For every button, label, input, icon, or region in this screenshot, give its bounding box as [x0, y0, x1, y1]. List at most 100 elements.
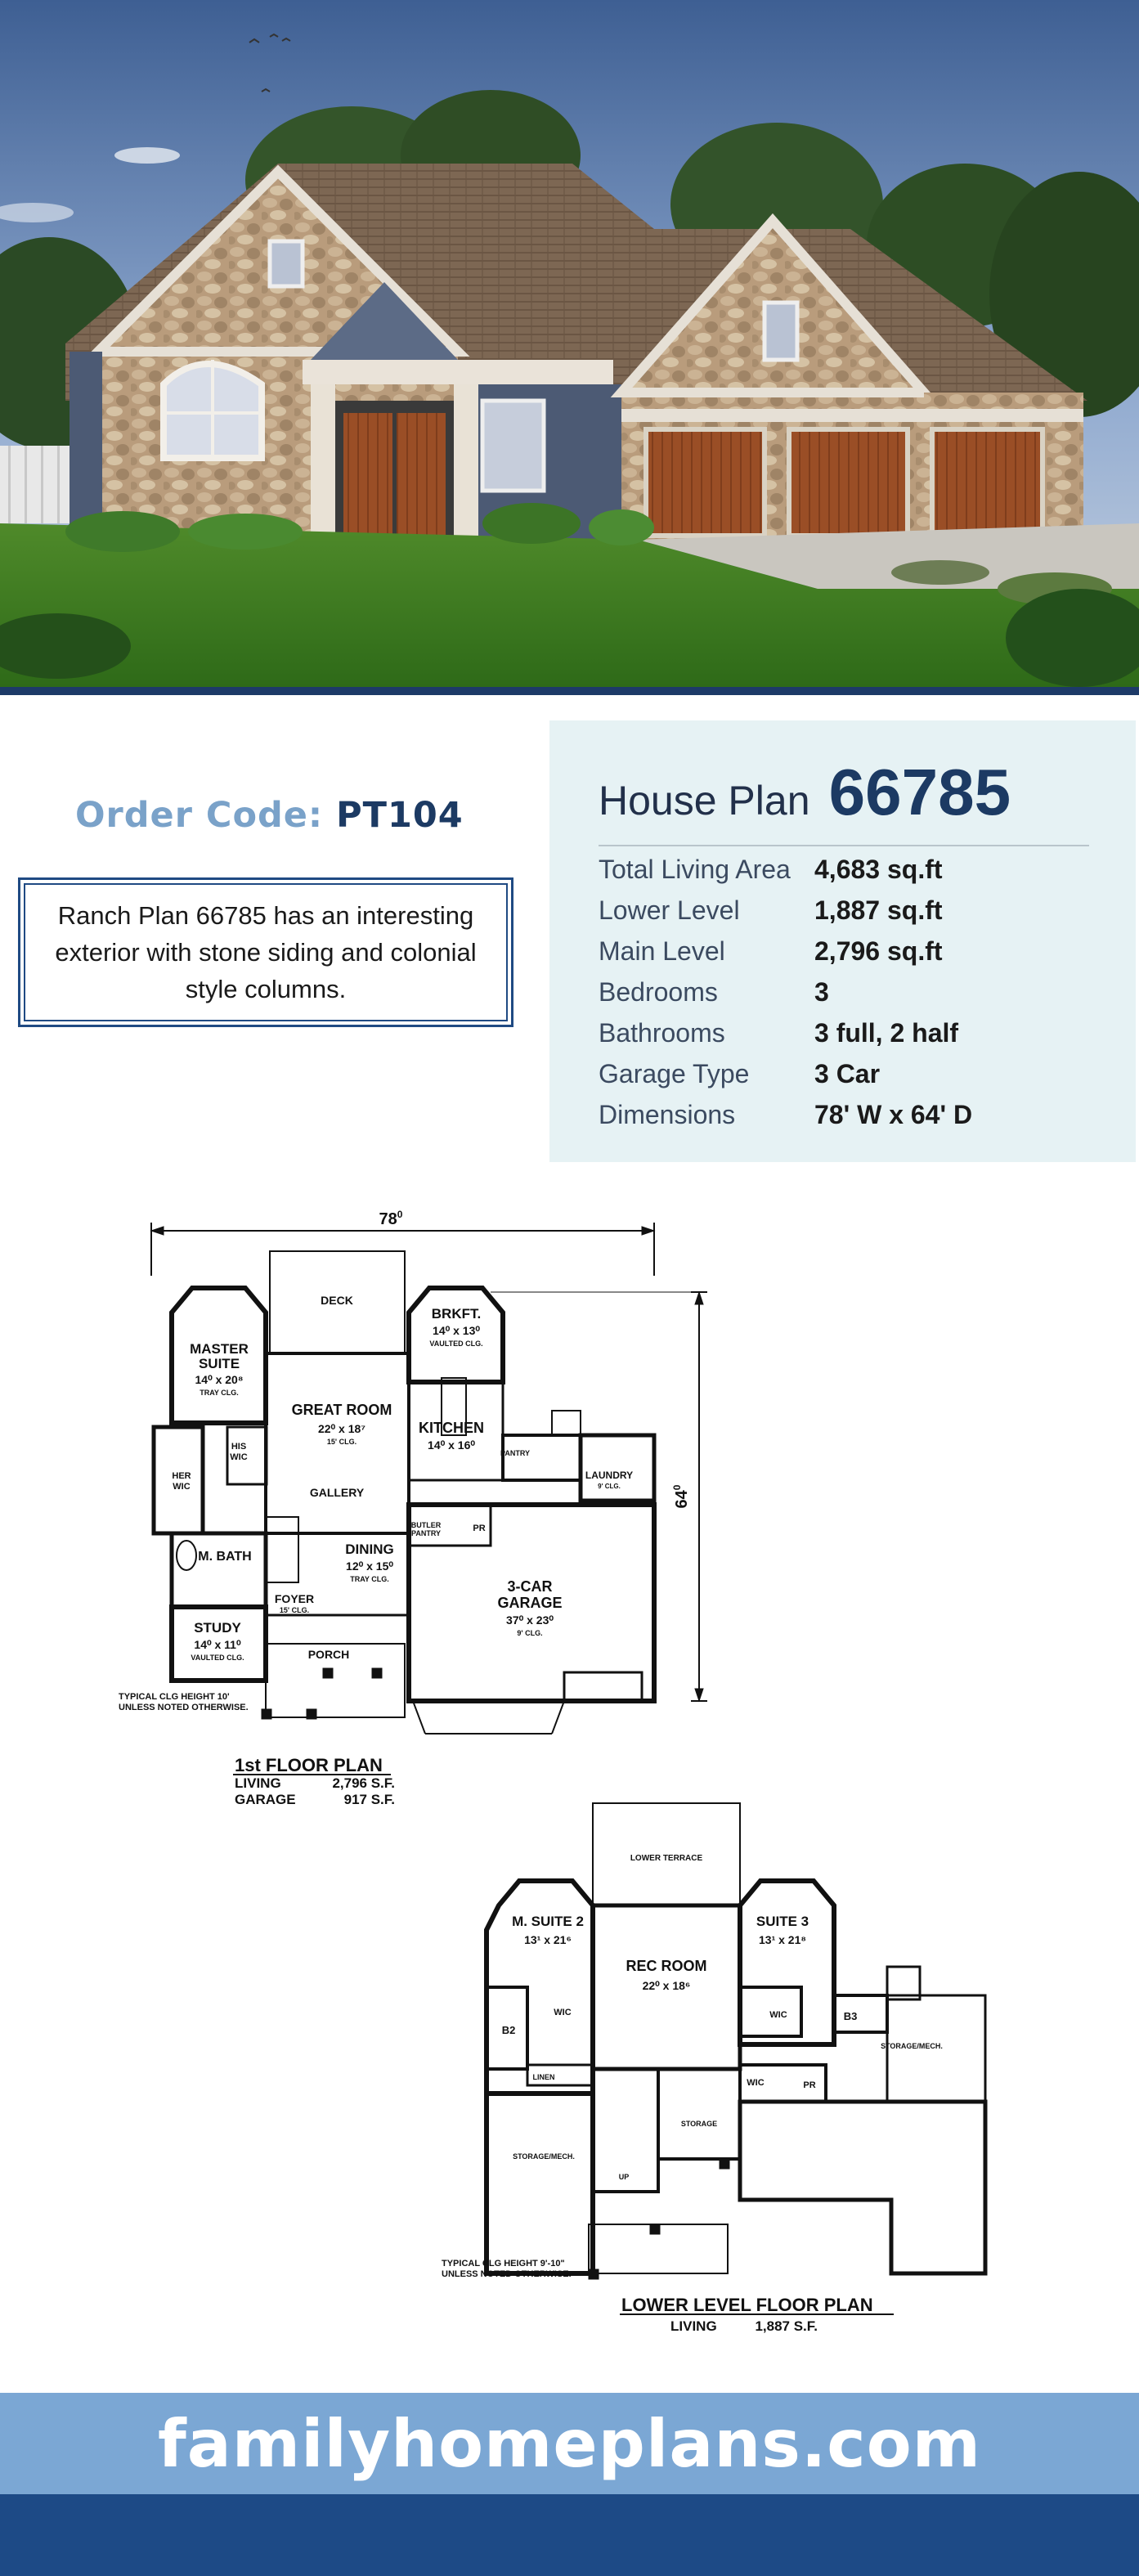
ll-room-wic-c: WIC — [747, 2078, 764, 2088]
plan-title: House Plan 66785 — [599, 755, 1011, 830]
ff-living-value: 2,796 S.F. — [332, 1775, 395, 1791]
ff-room-foyer-note: 15' CLG. — [280, 1606, 309, 1614]
ll-note-2: UNLESS NOTED OTHERWISE. — [442, 2269, 572, 2279]
ff-room-his: HIS — [231, 1442, 246, 1452]
spec-value: 2,796 sq.ft — [814, 936, 943, 966]
spec-value: 4,683 sq.ft — [814, 855, 943, 884]
site-link[interactable]: familyhomeplans.com — [157, 2405, 982, 2482]
footer-base — [0, 2494, 1139, 2576]
spec-label: Total Living Area — [599, 855, 791, 884]
ff-room-laundry: LAUNDRY — [585, 1470, 633, 1481]
ll-room-linen: LINEN — [533, 2073, 555, 2081]
ff-width-dim: 780 — [379, 1209, 403, 1228]
ff-room-study: STUDY — [194, 1620, 241, 1636]
order-code: Order Code: PT104 — [75, 795, 464, 836]
ff-room-porch: PORCH — [308, 1648, 350, 1661]
ff-room-butler-pantry: PANTRY — [411, 1529, 441, 1537]
ll-room-storage-mech-left: STORAGE/MECH. — [513, 2152, 575, 2161]
plan-number: 66785 — [828, 756, 1011, 828]
ll-living-label: LIVING — [670, 2318, 717, 2334]
ff-room-brkft-size: 14⁰ x 13⁰ — [433, 1324, 480, 1337]
ff-room-his-wic: WIC — [230, 1452, 247, 1462]
ff-room-study-note: VAULTED CLG. — [191, 1654, 244, 1662]
order-code-value: PT104 — [336, 795, 464, 836]
ff-room-master: MASTER — [190, 1341, 249, 1357]
ll-room-suite3-size: 13¹ x 21⁸ — [759, 1933, 806, 1946]
ff-room-butler: BUTLER — [411, 1521, 442, 1529]
ll-room-b2: B2 — [502, 2024, 516, 2036]
ff-note-2: UNLESS NOTED OTHERWISE. — [119, 1703, 249, 1712]
ff-room-garage2: GARAGE — [497, 1595, 562, 1611]
header-divider — [0, 687, 1139, 695]
ll-room-pr: PR — [803, 2080, 815, 2090]
ll-room-rec-size: 22⁰ x 18⁶ — [643, 1979, 691, 1992]
ll-room-wic-a: WIC — [554, 2008, 571, 2017]
spec-value: 3 — [814, 977, 829, 1007]
spec-label: Bathrooms — [599, 1018, 725, 1048]
ff-room-pantry: PANTRY — [500, 1449, 530, 1457]
spec-value: 3 full, 2 half — [814, 1018, 959, 1048]
ff-room-garage: 3-CAR — [507, 1578, 552, 1595]
floor-plans: 780 640 DECK BRKFT. 14⁰ x 13⁰ VAULTED CL… — [0, 1194, 1139, 2388]
ll-note-1: TYPICAL CLG HEIGHT 9'-10" — [442, 2259, 565, 2269]
spec-value: 3 Car — [814, 1059, 881, 1088]
spec-label: Garage Type — [599, 1059, 750, 1088]
order-code-label: Order Code: — [75, 795, 324, 836]
spec-divider — [599, 845, 1089, 846]
spec-label: Lower Level — [599, 895, 740, 925]
ff-room-garage-size: 37⁰ x 23⁰ — [506, 1613, 554, 1627]
ff-room-dining: DINING — [345, 1542, 394, 1557]
spec-panel: House Plan 66785 Total Living Area 4,683… — [549, 720, 1136, 1162]
ff-depth-dim: 640 — [671, 1484, 691, 1508]
ff-title: 1st FLOOR PLAN — [235, 1755, 383, 1775]
ff-room-her: HER — [172, 1471, 191, 1481]
plan-description: Ranch Plan 66785 has an interesting exte… — [55, 901, 477, 1003]
house-rendering — [0, 0, 1139, 687]
ll-room-suite2: M. SUITE 2 — [512, 1914, 584, 1929]
ff-room-dining-note: TRAY CLG. — [350, 1575, 389, 1583]
plan-title-prefix: House Plan — [599, 778, 810, 824]
ff-room-study-size: 14⁰ x 11⁰ — [194, 1638, 241, 1651]
spec-value: 1,887 sq.ft — [814, 895, 943, 925]
ll-room-b3: B3 — [844, 2010, 858, 2022]
ff-room-foyer: FOYER — [275, 1592, 314, 1605]
ll-room-suite3: SUITE 3 — [756, 1914, 809, 1929]
ll-room-suite2-size: 13¹ x 21⁶ — [524, 1933, 572, 1946]
ff-garage-value: 917 S.F. — [344, 1792, 395, 1807]
ff-room-master-note: TRAY CLG. — [200, 1389, 239, 1397]
ff-room-master-size: 14⁰ x 20⁸ — [195, 1373, 244, 1386]
header-divider-highlight — [0, 695, 1139, 698]
ll-room-up: UP — [619, 2173, 630, 2181]
ll-room-wic-b: WIC — [769, 2010, 787, 2020]
ll-room-rec: REC ROOM — [626, 1958, 707, 1974]
ll-room-storage: STORAGE — [681, 2120, 717, 2128]
ff-room-pr: PR — [473, 1524, 485, 1533]
description-box: Ranch Plan 66785 has an interesting exte… — [18, 877, 513, 1027]
ff-living-label: LIVING — [235, 1775, 281, 1791]
spec-label: Main Level — [599, 936, 725, 966]
spec-label: Bedrooms — [599, 977, 718, 1007]
ff-room-mbath: M. BATH — [198, 1550, 251, 1564]
ff-room-laundry-note: 9' CLG. — [598, 1483, 621, 1490]
ff-room-brkft-note: VAULTED CLG. — [429, 1340, 482, 1348]
ff-room-great: GREAT ROOM — [292, 1402, 392, 1418]
ff-note-1: TYPICAL CLG HEIGHT 10' — [119, 1692, 230, 1702]
ff-room-kitchen: KITCHEN — [419, 1420, 484, 1436]
ff-room-suite: SUITE — [199, 1356, 240, 1371]
ff-room-gallery: GALLERY — [310, 1486, 365, 1499]
ff-garage-label: GARAGE — [235, 1792, 296, 1807]
ll-title: LOWER LEVEL FLOOR PLAN — [621, 2295, 873, 2315]
footer-bar: familyhomeplans.com — [0, 2393, 1139, 2494]
ll-room-storage-mech-right: STORAGE/MECH. — [881, 2042, 943, 2050]
ff-room-brkft: BRKFT. — [432, 1306, 481, 1322]
ll-living-value: 1,887 S.F. — [755, 2318, 818, 2334]
ff-room-great-note: 15' CLG. — [327, 1438, 356, 1446]
ff-room-kitchen-size: 14⁰ x 16⁰ — [428, 1438, 475, 1452]
ff-room-dining-size: 12⁰ x 15⁰ — [346, 1560, 393, 1573]
floor-plans-drawing: 780 640 DECK BRKFT. 14⁰ x 13⁰ VAULTED CL… — [119, 1209, 988, 2334]
ff-room-great-size: 22⁰ x 18⁷ — [318, 1422, 365, 1435]
ff-room-deck: DECK — [321, 1294, 353, 1307]
ll-room-terrace: LOWER TERRACE — [630, 1854, 703, 1863]
ff-room-garage-note: 9' CLG. — [517, 1629, 542, 1637]
ff-room-her-wic: WIC — [173, 1482, 190, 1492]
